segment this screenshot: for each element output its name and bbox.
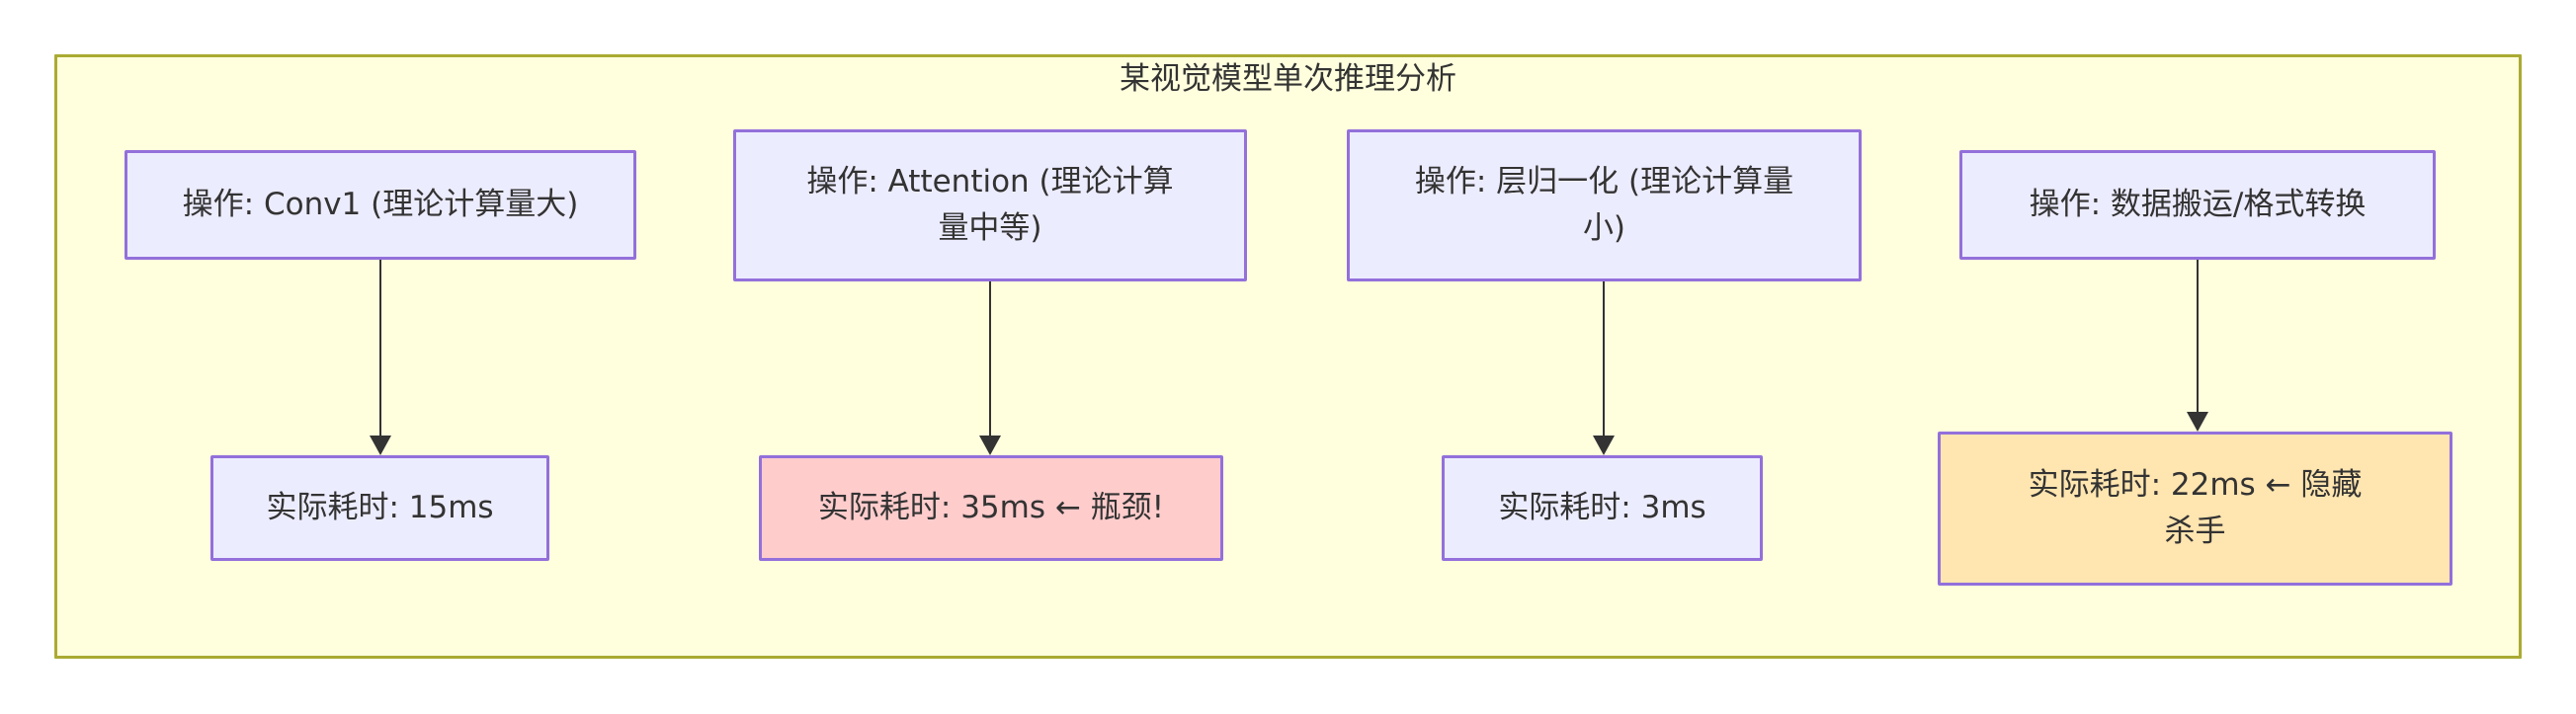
op-node-data-transfer-label: 操作: 数据搬运/格式转换: [2029, 187, 2367, 222]
arrowhead-down-icon: [1593, 436, 1615, 455]
time-node-attention-label: 实际耗时: 35ms ← 瓶颈!: [817, 490, 1165, 525]
time-node-conv1-label: 实际耗时: 15ms: [266, 490, 494, 525]
op-node-data-transfer: 操作: 数据搬运/格式转换: [1959, 150, 2436, 260]
time-node-layernorm-label: 实际耗时: 3ms: [1498, 490, 1706, 525]
op-node-attention-label: 操作: Attention (理论计算量中等): [806, 164, 1174, 246]
time-node-data-transfer-label: 实际耗时: 22ms ← 隐藏杀手: [2028, 467, 2363, 549]
edge-line-attention: [989, 281, 991, 436]
time-node-attention-bottleneck: 实际耗时: 35ms ← 瓶颈!: [759, 455, 1223, 561]
edge-line-conv1: [379, 260, 381, 436]
op-node-conv1-label: 操作: Conv1 (理论计算量大): [182, 187, 579, 222]
time-node-data-transfer-hidden-killer: 实际耗时: 22ms ← 隐藏杀手: [1938, 432, 2452, 586]
op-node-layernorm-label: 操作: 层归一化 (理论计算量小): [1414, 164, 1794, 246]
arrowhead-down-icon: [2187, 412, 2208, 432]
op-node-layernorm: 操作: 层归一化 (理论计算量小): [1347, 129, 1862, 281]
edge-line-data-transfer: [2197, 260, 2199, 412]
arrowhead-down-icon: [370, 436, 391, 455]
time-node-layernorm: 实际耗时: 3ms: [1442, 455, 1763, 561]
diagram-title: 某视觉模型单次推理分析: [1120, 61, 1456, 97]
time-node-conv1: 实际耗时: 15ms: [210, 455, 549, 561]
op-node-conv1: 操作: Conv1 (理论计算量大): [125, 150, 636, 260]
arrowhead-down-icon: [979, 436, 1001, 455]
edge-line-layernorm: [1603, 281, 1605, 436]
op-node-attention: 操作: Attention (理论计算量中等): [733, 129, 1247, 281]
